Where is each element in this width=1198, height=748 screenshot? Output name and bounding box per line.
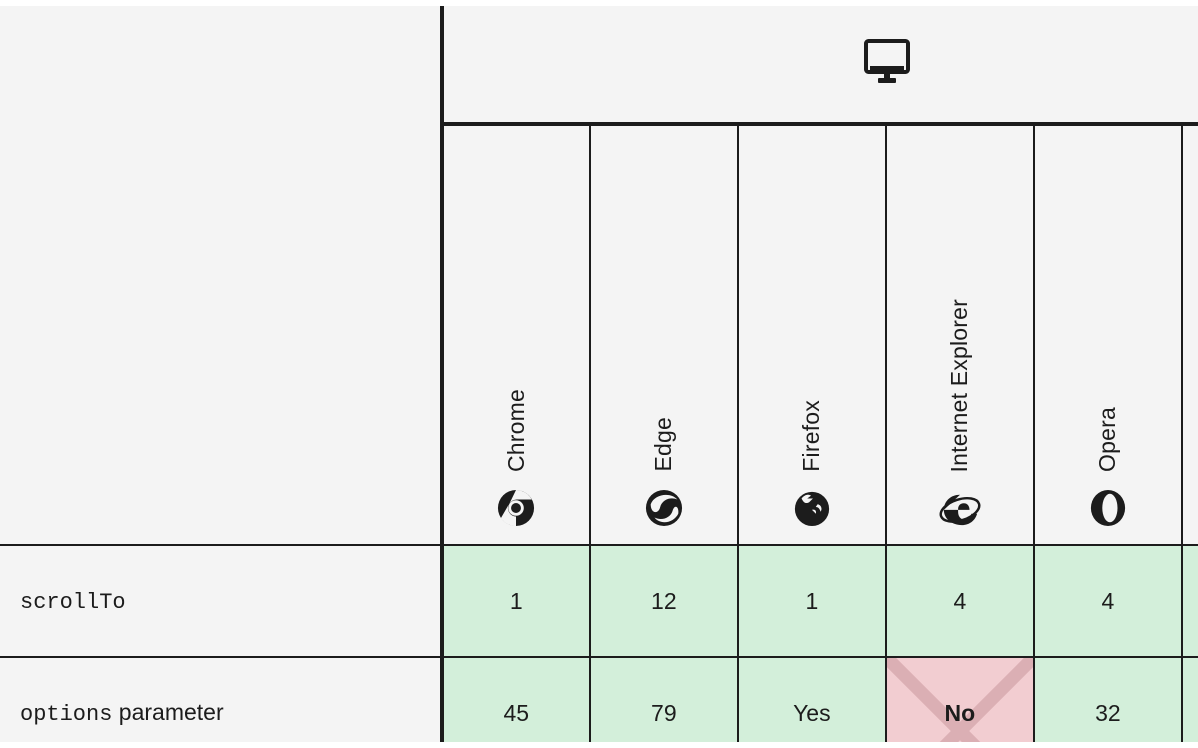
support-cell-scrollto-opera: 4 [1032, 545, 1182, 658]
support-cell-options-firefox: Yes [736, 657, 886, 742]
support-value: 12 [651, 587, 677, 614]
desktop-monitor-icon [863, 38, 911, 85]
feature-plain-text: parameter [112, 699, 224, 725]
browser-label-edge: Edge [650, 417, 677, 472]
browser-header-opera: Opera [1032, 124, 1182, 546]
browser-header-chrome: Chrome [439, 124, 590, 546]
browser-header-row: Chrome [0, 124, 1198, 546]
support-cell-options-opera: 32 [1032, 657, 1182, 742]
browser-label-firefox: Firefox [798, 400, 825, 472]
support-cell-scrollto-internet-explorer: 4 [884, 545, 1034, 658]
platform-header-desktop [439, 6, 1198, 126]
browser-header-firefox: Firefox [736, 124, 886, 546]
support-value: 79 [651, 699, 677, 726]
support-cell-scrollto-edge: 12 [588, 545, 738, 658]
browser-header-edge: Edge [588, 124, 738, 546]
support-cell-scrollto-safari: 1 [1180, 545, 1198, 658]
table-row: options parameter 45 79 Yes No [0, 657, 1198, 742]
support-cell-options-internet-explorer: No [884, 657, 1034, 742]
support-value: 4 [1101, 587, 1115, 614]
browser-label-chrome: Chrome [502, 388, 529, 472]
support-cell-scrollto-chrome: 1 [439, 545, 590, 658]
support-value: 45 [503, 699, 530, 726]
support-cell-options-edge: 79 [588, 657, 738, 742]
internet-explorer-logo-icon [938, 486, 982, 530]
support-cell-options-safari: 10 [1180, 657, 1198, 742]
browser-label-internet-explorer: Internet Explorer [946, 298, 973, 472]
support-cell-scrollto-firefox: 1 [736, 545, 886, 658]
platform-header-row [0, 6, 1198, 126]
support-value: 1 [509, 587, 523, 614]
support-value: 1 [805, 587, 819, 614]
support-value: 4 [953, 587, 967, 614]
edge-logo-icon [645, 486, 683, 530]
browser-compatibility-table: Chrome [0, 6, 1198, 742]
support-value: Yes [793, 699, 831, 726]
support-value: No [944, 699, 976, 726]
browser-header-safari: Safari [1180, 124, 1198, 546]
opera-logo-icon [1089, 486, 1127, 530]
chrome-logo-icon [497, 486, 535, 530]
browser-header-internet-explorer: Internet Explorer [884, 124, 1034, 546]
table-corner-blank [0, 6, 442, 124]
feature-code-text: scrollTo [20, 590, 126, 615]
feature-label-scrollto: scrollTo [0, 545, 442, 658]
compatibility-rows: scrollTo 1 12 1 4 4 1 [0, 545, 1198, 742]
table-row: scrollTo 1 12 1 4 4 1 [0, 545, 1198, 658]
feature-column-header-blank [0, 124, 442, 546]
feature-code-text: options [20, 702, 113, 727]
feature-label-options-parameter: options parameter [0, 657, 442, 742]
browser-compatibility-table-container: Chrome [0, 6, 1198, 742]
browser-label-opera: Opera [1094, 407, 1121, 472]
support-cell-options-chrome: 45 [439, 657, 590, 742]
support-value: 32 [1095, 699, 1121, 726]
firefox-logo-icon [793, 486, 831, 530]
